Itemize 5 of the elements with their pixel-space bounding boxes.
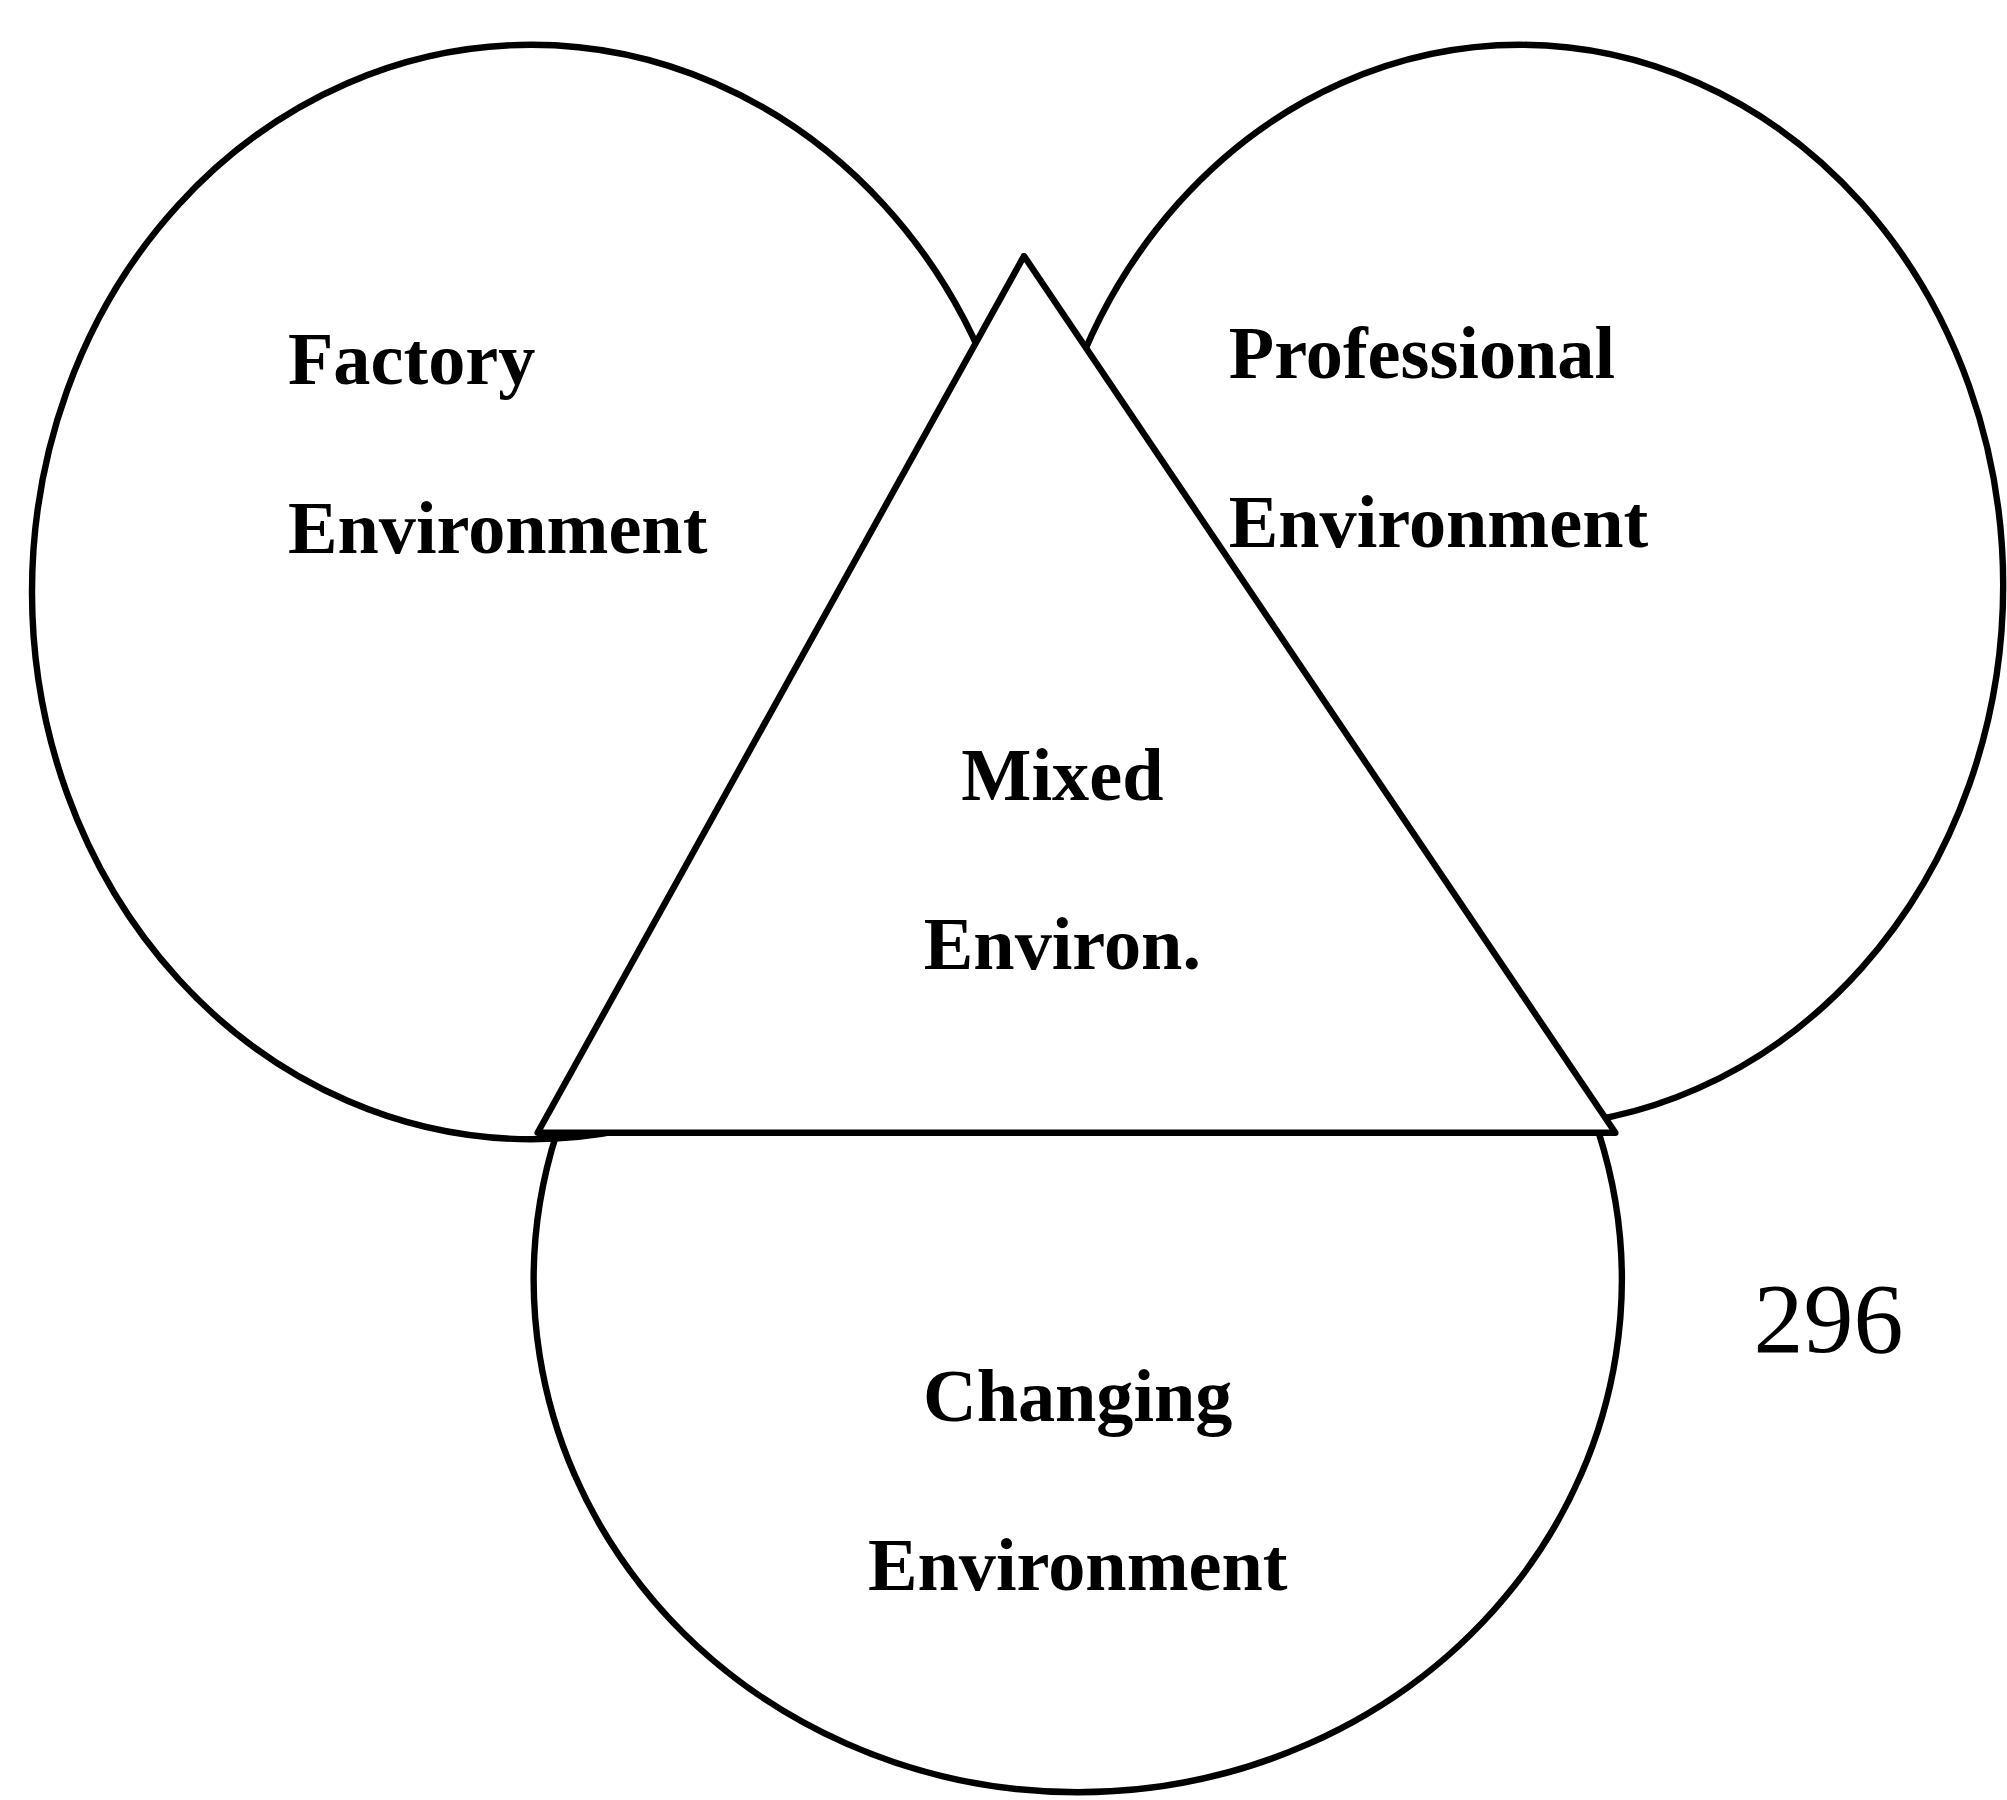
shape-label: Factory Environment	[288, 316, 709, 572]
page-number: 296	[1753, 1261, 1904, 1376]
shape-label: Professional Environment	[1228, 310, 1650, 566]
shape-label: Changing Environment	[867, 1353, 1289, 1609]
shape-label: Mixed Environ.	[922, 732, 1202, 988]
